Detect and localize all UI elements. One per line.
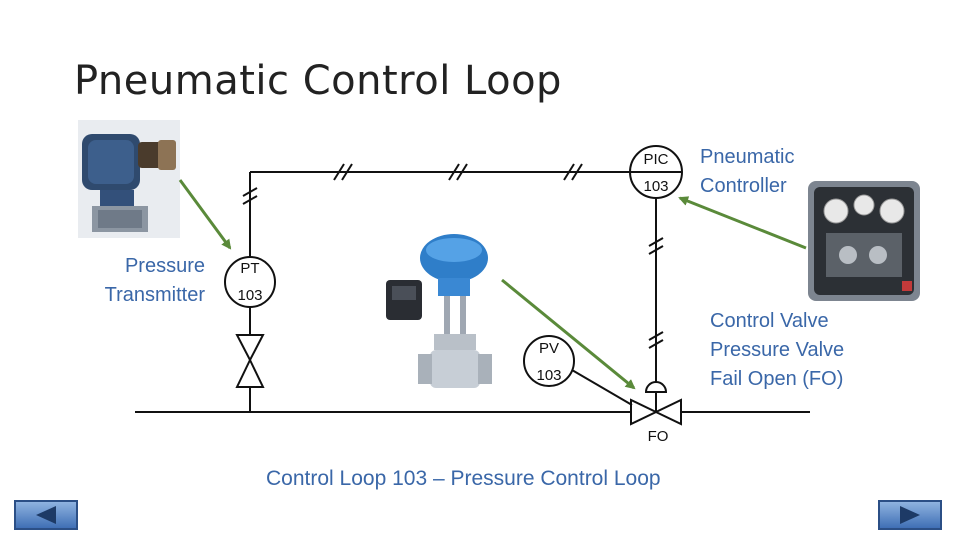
label-pneumatic-controller: Pneumatic Controller bbox=[700, 146, 795, 197]
instrument-pt bbox=[224, 256, 276, 308]
arrow-transmitter bbox=[178, 179, 232, 250]
instrument-pic bbox=[629, 145, 683, 199]
page-title: Pneumatic Control Loop bbox=[74, 58, 562, 104]
pt-tag-top: PT bbox=[240, 260, 259, 277]
pic-tag-bottom: 103 bbox=[643, 178, 668, 195]
signal-hash bbox=[448, 163, 460, 181]
next-slide-button[interactable] bbox=[878, 500, 942, 530]
pv-tag-bottom: 103 bbox=[536, 367, 561, 384]
label-pressure-transmitter: Pressure Transmitter bbox=[104, 255, 205, 306]
instrument-pv bbox=[523, 335, 575, 387]
signal-hash bbox=[648, 331, 664, 341]
pneumatic-controller-photo bbox=[808, 181, 920, 301]
triangle-left-icon bbox=[36, 506, 56, 524]
previous-slide-button[interactable] bbox=[14, 500, 78, 530]
diagram-caption: Control Loop 103 – Pressure Control Loop bbox=[266, 467, 661, 490]
triangle-right-icon bbox=[900, 506, 920, 524]
signal-hash bbox=[648, 237, 664, 247]
signal-hash bbox=[333, 163, 345, 181]
arrow-valve bbox=[501, 278, 636, 390]
block-valve bbox=[235, 334, 265, 388]
control-valve-symbol bbox=[630, 381, 682, 426]
arrow-controller bbox=[678, 196, 807, 250]
signal-hash bbox=[563, 163, 575, 181]
control-valve-photo bbox=[386, 234, 492, 388]
pressure-transmitter-photo bbox=[78, 120, 180, 238]
valve-fo-tag: FO bbox=[648, 428, 669, 445]
signal-hash bbox=[242, 187, 258, 197]
pv-tag-top: PV bbox=[539, 340, 559, 357]
label-control-valve: Control Valve Pressure Valve Fail Open (… bbox=[710, 310, 845, 390]
pic-tag-top: PIC bbox=[643, 151, 668, 168]
pt-tag-bottom: 103 bbox=[237, 287, 262, 304]
